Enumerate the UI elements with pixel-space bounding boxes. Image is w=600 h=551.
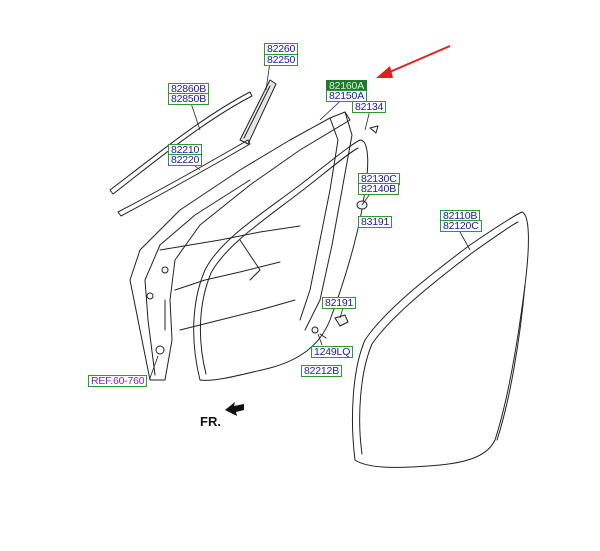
front-marker: FR. — [200, 414, 221, 429]
label-82134[interactable]: 82134 — [352, 101, 387, 113]
label-ref-60-760[interactable]: REF.60-760 — [88, 375, 148, 387]
label-83191[interactable]: 83191 — [358, 216, 393, 228]
label-82191[interactable]: 82191 — [322, 297, 357, 309]
front-arrow — [225, 402, 244, 416]
label-82140B[interactable]: 82140B — [358, 183, 400, 195]
label-82212B[interactable]: 82212B — [301, 365, 343, 377]
clip-82191 — [334, 314, 349, 327]
label-82850B[interactable]: 82850B — [168, 93, 210, 105]
label-1249LQ[interactable]: 1249LQ — [311, 346, 354, 358]
bolt-1249LQ — [311, 326, 327, 339]
label-82120C[interactable]: 82120C — [440, 220, 482, 232]
body-opening-weatherstrip — [351, 211, 529, 468]
label-82220[interactable]: 82220 — [168, 154, 203, 166]
pillar-trim — [239, 79, 277, 145]
part-82134 — [369, 125, 379, 134]
label-82250[interactable]: 82250 — [264, 54, 299, 66]
door-side-weatherstrip — [193, 139, 369, 381]
label-82150A[interactable]: 82150A — [326, 90, 368, 102]
belt-moulding-strip — [109, 91, 253, 195]
door-panel — [129, 111, 353, 381]
highlight-arrow — [376, 45, 451, 78]
leader-lines — [149, 61, 471, 380]
inner-belt-strip — [117, 139, 251, 217]
